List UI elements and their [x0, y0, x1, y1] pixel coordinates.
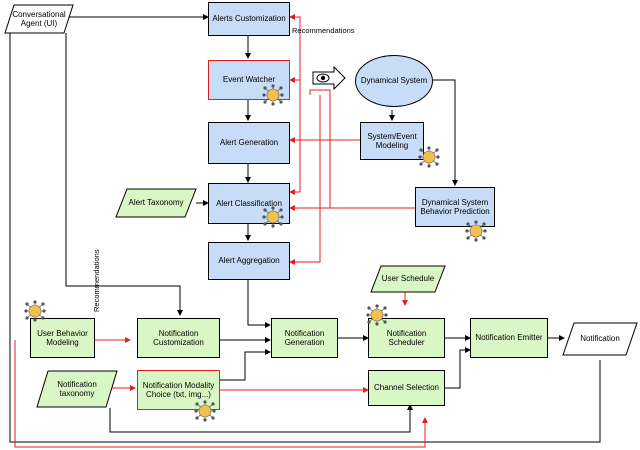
alert-classification-label: Alert Classification: [216, 198, 282, 208]
neural-network-icon: [366, 304, 388, 326]
neural-network-icon: [24, 300, 46, 322]
user-schedule-label: User Schedule: [381, 274, 435, 284]
notification-taxonomy-label: Notification taxonomy: [57, 379, 97, 398]
edge-red-to-alerts-custom: [289, 14, 301, 140]
dynamical-system-label: Dynamical System: [360, 76, 428, 86]
eye-icon: [316, 71, 330, 85]
notification-scheduler-node: Notification Scheduler: [368, 318, 445, 358]
alert-generation-label: Alert Generation: [219, 138, 279, 148]
neural-network-icon: [262, 84, 284, 106]
dynamical-system-behavior-prediction-node: Dynamical System Behavior Prediction: [415, 187, 495, 227]
user-behavior-modeling-node: User Behavior Modeling: [30, 318, 95, 358]
edge-red-to-class: [289, 140, 301, 195]
notification-output-label: Notification: [580, 334, 620, 344]
edge-red-pred: [309, 89, 415, 209]
recommendations-side-label: Recommendations: [92, 249, 101, 312]
channel-selection-label: Channel Selection: [374, 383, 439, 393]
alert-aggregation-node: Alert Aggregation: [208, 242, 290, 280]
notification-emitter-node: Notification Emitter: [470, 318, 548, 358]
notification-modality-choice-node: Notification Modality Choice (txt, img..…: [137, 370, 220, 410]
alerts-customization-node: Alerts Customization: [208, 2, 290, 36]
neural-network-icon: [194, 400, 216, 422]
channel-selection-node: Channel Selection: [368, 370, 445, 406]
edge-agent-to-notif-custom: [65, 33, 183, 316]
conversational-agent-node: Conversational Agent (UI): [4, 4, 74, 34]
neural-network-icon: [262, 206, 284, 228]
recommendations-top-label: Recommendations: [292, 26, 355, 35]
edge-channel-to-emitter: [445, 347, 471, 389]
edge-agg-to-notif-gen: [247, 280, 271, 328]
notification-generation-label: Notification Generation: [284, 328, 325, 347]
notification-taxonomy-node: Notification taxonomy: [36, 370, 118, 408]
system-event-modeling-node: System/Event Modeling: [360, 122, 424, 160]
system-event-modeling-label: System/Event Modeling: [367, 131, 417, 150]
alert-generation-node: Alert Generation: [208, 122, 290, 164]
neural-network-icon: [465, 220, 487, 242]
notification-customization-node: Notification Customization: [137, 318, 220, 358]
notification-scheduler-label: Notification Scheduler: [386, 328, 427, 347]
dynamical-system-node: Dynamical System: [355, 55, 433, 107]
alert-aggregation-label: Alert Aggregation: [218, 256, 280, 266]
neural-network-icon: [418, 146, 440, 168]
edge-red-user-behav-to-notif: [14, 340, 428, 448]
conversational-agent-label: Conversational Agent (UI): [12, 9, 66, 28]
notification-emitter-label: Notification Emitter: [475, 333, 543, 343]
user-schedule-node: User Schedule: [370, 265, 446, 293]
notification-generation-node: Notification Generation: [271, 318, 338, 358]
edge-red-to-agg: [289, 95, 321, 265]
alert-taxonomy-node: Alert Taxonomy: [115, 188, 197, 218]
alerts-customization-label: Alerts Customization: [212, 14, 286, 24]
dynamical-system-behavior-prediction-label: Dynamical System Behavior Prediction: [420, 197, 490, 216]
edge-agent-to-left-bottom: [9, 33, 601, 443]
alert-taxonomy-label: Alert Taxonomy: [128, 198, 184, 208]
edge-modality-to-gen: [220, 349, 271, 381]
edge-dyn-to-pred: [430, 79, 458, 186]
notification-customization-label: Notification Customization: [153, 328, 204, 347]
user-behavior-modeling-label: User Behavior Modeling: [37, 328, 88, 347]
notification-modality-choice-label: Notification Modality Choice (txt, img..…: [142, 380, 215, 399]
event-watcher-label: Event Watcher: [222, 75, 276, 85]
notification-output-node: Notification: [562, 322, 638, 356]
edge-taxonomy-to-channel: [109, 404, 413, 433]
